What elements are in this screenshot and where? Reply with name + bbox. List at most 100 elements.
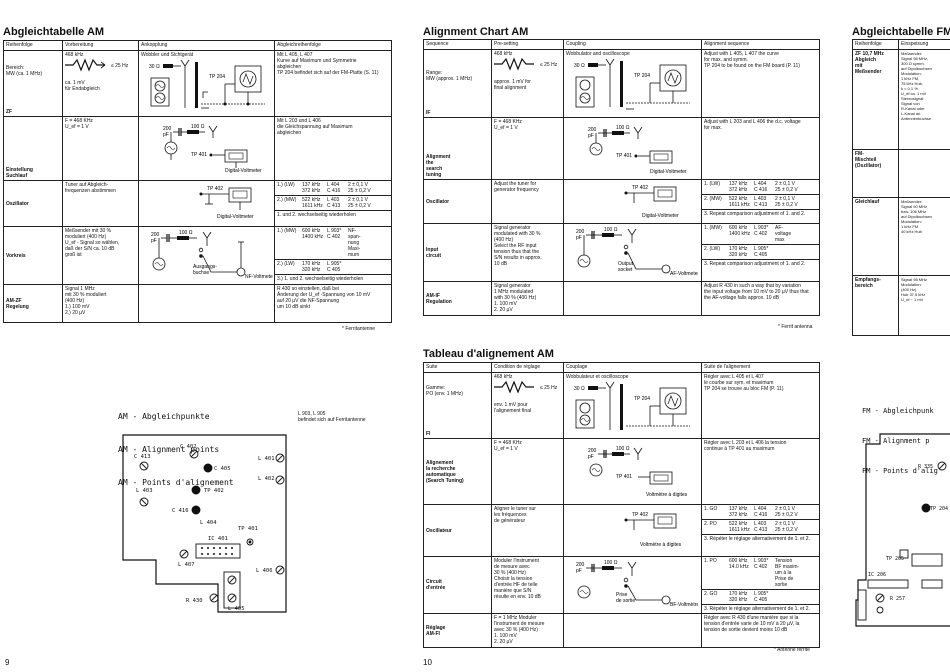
french-table-title: Tableau d'alignement AM bbox=[423, 348, 554, 360]
alignment-cell: Régler avec L 405 et L 407 le courbe sur… bbox=[701, 372, 820, 439]
presetting-cell: 468 kHz ≤ 25 Hz ca. 1 mV für Endabgleich bbox=[62, 50, 139, 117]
svg-text:200: 200 bbox=[163, 126, 172, 132]
row-label: Gamme: PO (env. 1 MHz)FI bbox=[423, 372, 492, 439]
english-footnote: * Ferrit antenna bbox=[778, 324, 813, 330]
board-label: C 405 bbox=[214, 466, 231, 472]
svg-text:NF-Voltmeter: NF-Voltmeter bbox=[245, 274, 273, 280]
row-label: AM-ZF Regelung bbox=[3, 284, 63, 323]
svg-text:100 Ω: 100 Ω bbox=[191, 124, 205, 130]
board-label: R 257 bbox=[890, 596, 905, 602]
english-table-title: Alignment Chart AM bbox=[423, 26, 529, 38]
row-label: Vorkreis bbox=[3, 226, 63, 285]
coupling-label: Digital-Voltmeter bbox=[217, 214, 254, 220]
presetting-cell: F = 1 MHz Moduler l'instrument de mesure… bbox=[491, 613, 564, 648]
left-alignment-table: Reihenfolge Vorbereitung Ankopplung Abgl… bbox=[3, 40, 392, 323]
coupling-cell bbox=[563, 281, 702, 316]
row-label: Circuit d'entrée bbox=[423, 556, 492, 614]
svg-text:TP 402: TP 402 bbox=[207, 186, 223, 192]
coupling-label: Digital-Voltmeter bbox=[225, 168, 262, 174]
board-label: IC 206 bbox=[868, 572, 886, 578]
row-label: Réglage AM-FI bbox=[423, 613, 492, 648]
svg-text:100 Ω: 100 Ω bbox=[616, 446, 630, 452]
presetting-cell: Aligner le tuner sur les fréquences de g… bbox=[491, 504, 564, 557]
search-tuning-diagram: 200 pF 100 Ω TP 401 Voltmètre à digites bbox=[588, 446, 688, 498]
row-label: Einstellung Suchlauf bbox=[3, 116, 63, 181]
presetting-cell: Tuner auf Abgleich- frequenzen abstimmen bbox=[62, 180, 139, 227]
row-label: Bereich: MW (ca. 1 MHz)ZF bbox=[3, 50, 63, 117]
svg-text:pF: pF bbox=[151, 238, 157, 244]
svg-text:TP 402: TP 402 bbox=[632, 512, 648, 518]
board-label: L 403 bbox=[136, 488, 153, 494]
alignment-cell: Régler avec L 203 et L 406 la tension co… bbox=[701, 438, 820, 505]
presetting-cell: Meßsender: Signal 90 MHz bzw. 106 MHz au… bbox=[898, 197, 950, 276]
coupling-cell: TP 402 Digital-Voltmeter bbox=[563, 179, 702, 224]
coupling-cell: TP 402 Voltmètre à digites bbox=[563, 504, 702, 557]
header-cell: Abgleichreihenfolge bbox=[274, 40, 392, 51]
coupling-cell bbox=[138, 284, 275, 323]
svg-text:100 Ω: 100 Ω bbox=[616, 125, 630, 131]
board-label: TP 401 bbox=[238, 526, 258, 532]
svg-text:pF: pF bbox=[588, 454, 594, 460]
board-label: R 430 bbox=[186, 598, 203, 604]
presetting-cell: 468 kHz ≤ 25 Hz env. 1 mV pour l'alignem… bbox=[491, 372, 564, 439]
header-cell: Suite bbox=[423, 362, 492, 373]
header-cell: Couplage bbox=[563, 362, 702, 373]
oscillator-diagram: TP 402 Digital-Voltmeter bbox=[624, 185, 679, 219]
header-cell: Pre-setting bbox=[491, 39, 564, 50]
am-board-drawing: C 402 L 401 C 405 L 402 L 403 TP 402 C 4… bbox=[122, 434, 287, 613]
board-label: L 402 bbox=[258, 476, 275, 482]
svg-text:30 Ω: 30 Ω bbox=[149, 64, 160, 70]
header-cell: Condition de réglage bbox=[491, 362, 564, 373]
board-label: C 416 bbox=[172, 508, 189, 514]
ferrite-note: L 903, L 905 befindet sich auf Ferritant… bbox=[298, 411, 366, 423]
svg-text:TP 204: TP 204 bbox=[209, 74, 225, 80]
svg-text:100 Ω: 100 Ω bbox=[604, 227, 618, 233]
fm-board-drawing: R 335 TP 204 TP 205 IC 206 R 257 bbox=[855, 433, 950, 627]
row-label: Alignment the search tuning bbox=[423, 117, 492, 180]
french-footnote: * Antenne ferrite bbox=[774, 647, 810, 653]
svg-text:TP 401: TP 401 bbox=[191, 152, 207, 158]
svg-text:TP 401: TP 401 bbox=[616, 153, 632, 159]
header-cell: Ankopplung bbox=[138, 40, 275, 51]
presetting-cell: F = 468 KHz U_ef = 1 V bbox=[491, 117, 564, 180]
wobbler-oscilloscope-diagram: 30 Ω TP 204 bbox=[149, 59, 265, 109]
board-label: L 406 bbox=[256, 568, 273, 574]
coupling-label: Voltmètre à digites bbox=[640, 542, 682, 548]
svg-text:200: 200 bbox=[588, 127, 597, 133]
coupling-cell: TP 402 Digital-Voltmeter bbox=[138, 180, 275, 227]
svg-text:TP 401: TP 401 bbox=[616, 474, 632, 480]
alignment-cell: Mit L 405, L 407 Kurve auf Maximum und S… bbox=[274, 50, 392, 117]
svg-text:100 Ω: 100 Ω bbox=[604, 560, 618, 566]
board-label: TP 402 bbox=[204, 488, 224, 494]
wobble-signal-icon bbox=[494, 380, 534, 394]
alignment-cell: Adjust with L 203 and L 406 the d.c. vol… bbox=[701, 117, 820, 180]
alignment-cell: Adjust R 430 in such a way that by varia… bbox=[701, 281, 820, 316]
wobbler-oscilloscope-diagram: 30 Ω TP 204 bbox=[574, 381, 690, 430]
left-page-title: Abgleichtabelle AM bbox=[3, 26, 105, 38]
presetting-cell: Signal 1 MHz mit 30 % moduliert (400 Hz)… bbox=[62, 284, 139, 323]
svg-text:BF-Voltmètre: BF-Voltmètre bbox=[670, 602, 698, 608]
input-circuit-diagram: 200 pF 100 Ω Ausgangs-buchse NF-V bbox=[151, 230, 273, 280]
row-label: Oscillateur bbox=[423, 504, 492, 557]
search-tuning-diagram: 200 pF 100 Ω TP 401 Digital-Voltmeter bbox=[588, 125, 687, 175]
fm-alignment-table: Reihenfolge Einspeisung ZF 10,7 MHz Abgl… bbox=[852, 39, 950, 336]
svg-text:200: 200 bbox=[576, 229, 585, 235]
presetting-cell: Meßsender: Signal 98 MHz, 300 Ω symm. au… bbox=[898, 49, 950, 150]
alignment-cell: Mit L 203 und L 406 die Gleichspannung a… bbox=[274, 116, 392, 181]
coupling-cell: 200 pF 100 Ω TP 401 Digital-Voltm bbox=[138, 116, 275, 181]
coupling-label: Digital-Voltmeter bbox=[642, 213, 679, 219]
handwritten-line: FM - Alignment p bbox=[862, 437, 930, 445]
coupling-cell: Wobbler und Sichtgerät 30 Ω TP 204 bbox=[138, 50, 275, 117]
svg-text:30 Ω: 30 Ω bbox=[574, 63, 585, 69]
svg-text:200: 200 bbox=[588, 448, 597, 454]
header-cell: Einspeisung bbox=[898, 39, 950, 50]
board-label: C 402 bbox=[180, 444, 197, 450]
row-label: AM-IF Regulation bbox=[423, 281, 492, 316]
